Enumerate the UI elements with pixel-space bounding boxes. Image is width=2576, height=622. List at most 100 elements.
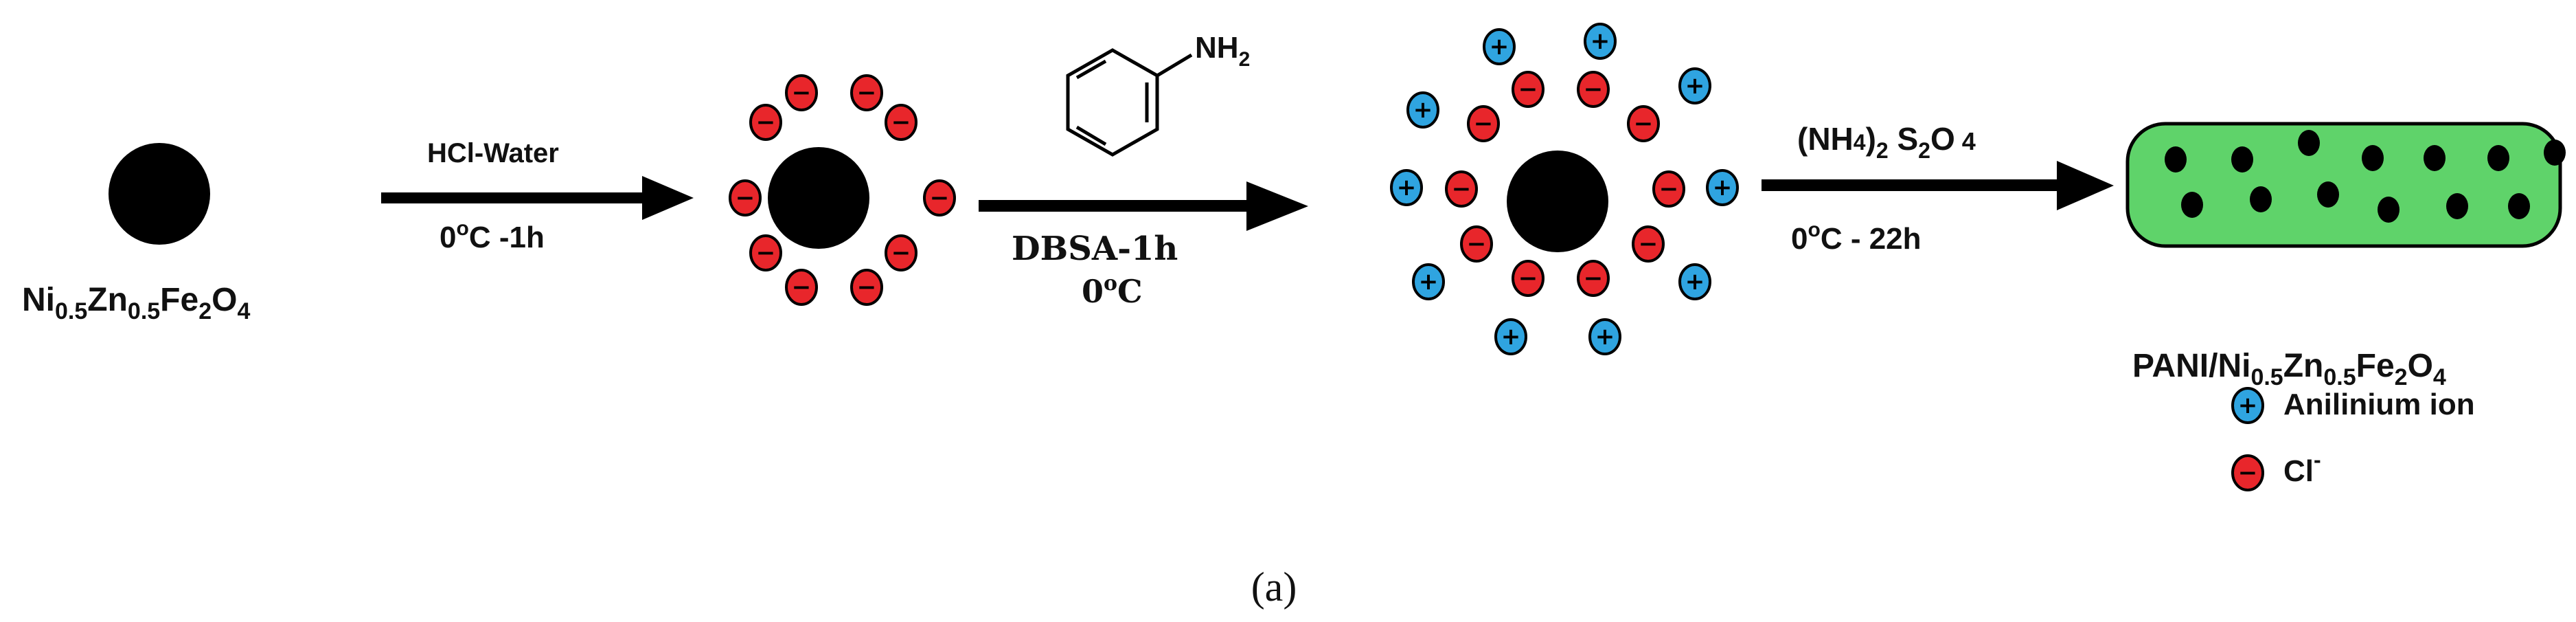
oxidant-formula-label: (NH4)2 S2O 4 (1797, 121, 1976, 163)
polymer-matrix (2125, 122, 2562, 248)
chloride-ion: − (1652, 170, 1685, 208)
ferrite-formula-label: Ni0.5Zn0.5Fe2O4 (22, 282, 250, 324)
arrow1-reagent-label: HCl-Water (427, 138, 559, 168)
embedded-particle (2231, 146, 2253, 173)
svg-text:−: − (1584, 76, 1604, 103)
anilinium-ion: + (1678, 67, 1711, 104)
chloride-ion: − (1467, 105, 1500, 142)
anilinium-ion: + (1483, 28, 1516, 65)
svg-text:−: − (1634, 110, 1654, 137)
anilinium-ion: + (1678, 263, 1711, 300)
svg-text:+: + (1713, 174, 1733, 201)
embedded-particle (2181, 192, 2203, 218)
svg-text:−: − (736, 184, 755, 212)
chloride-ion: − (923, 179, 956, 216)
embedded-particle (2487, 145, 2509, 171)
chloride-ion: − (729, 179, 762, 216)
arrow3-condition-label: 0oC - 22h (1791, 219, 1922, 256)
anilinium-ion: + (1406, 91, 1439, 129)
nanoparticle-core (1507, 151, 1608, 252)
chloride-ion: − (850, 269, 883, 306)
arrow2-temperature-label: 0oC (1082, 271, 1143, 310)
arrow2-dbsa-label: DBSA-1h (1012, 230, 1178, 268)
svg-text:−: − (891, 109, 911, 136)
embedded-particle (2446, 193, 2468, 219)
arrow1-condition-label: 0oC -1h (440, 217, 545, 254)
legend-anilinium-label: Anilinium ion (2283, 388, 2475, 421)
legend-anilinium-marker: + (2231, 387, 2264, 424)
chloride-ion: − (1627, 105, 1660, 142)
chloride-ion: − (785, 74, 818, 111)
chloride-ion: − (885, 104, 917, 141)
anilinium-ion: + (1412, 263, 1445, 300)
svg-text:−: − (1659, 175, 1679, 203)
figure-caption: (a) (1251, 564, 1297, 610)
chloride-ion: − (1632, 225, 1665, 263)
svg-text:−: − (857, 79, 877, 107)
svg-text:+: + (1685, 72, 1705, 100)
legend-chloride-marker: − (2231, 454, 2264, 491)
embedded-particle (2317, 181, 2339, 208)
svg-text:+: + (1419, 268, 1439, 296)
chloride-ion: − (1577, 260, 1610, 297)
chloride-ion: − (850, 74, 883, 111)
nanoparticle-core (768, 147, 869, 249)
svg-text:+: + (1490, 33, 1509, 60)
chloride-ion: − (749, 104, 782, 141)
anilinium-chloride-particle: −−−−−−−−−−++++++++++ (1390, 23, 1739, 355)
svg-text:−: − (1584, 265, 1604, 292)
svg-text:+: + (1397, 174, 1417, 201)
svg-text:+: + (1501, 323, 1521, 351)
chloride-ion: − (885, 234, 917, 271)
svg-text:−: − (1639, 230, 1659, 258)
embedded-particle (2362, 145, 2384, 171)
svg-text:−: − (930, 184, 950, 212)
chloride-ion: − (1460, 225, 1493, 263)
svg-text:+: + (1685, 268, 1705, 296)
legend-chloride-label: Cl- (2283, 447, 2321, 488)
anilinium-ion: + (1584, 23, 1617, 60)
svg-text:+: + (1413, 96, 1433, 124)
aniline-structure (1066, 48, 1193, 157)
anilinium-ion: + (1706, 169, 1739, 206)
anilinium-ion: + (1588, 318, 1621, 355)
reaction-arrow-2 (979, 181, 1308, 231)
embedded-particle (2165, 146, 2187, 173)
svg-text:+: + (1591, 27, 1610, 55)
chloride-ion: − (785, 269, 818, 306)
embedded-particle (2508, 193, 2530, 219)
svg-text:−: − (2238, 459, 2258, 487)
anilinium-ion: + (1390, 169, 1423, 206)
svg-text:+: + (2238, 392, 2258, 419)
svg-text:−: − (756, 239, 776, 267)
embedded-particle (2544, 140, 2566, 166)
embedded-particle (2250, 186, 2272, 212)
chloride-ion: − (749, 234, 782, 271)
embedded-particle (2378, 197, 2400, 223)
reaction-arrow-1 (381, 176, 694, 220)
svg-text:−: − (792, 79, 812, 107)
svg-text:+: + (1595, 323, 1615, 351)
embedded-particle (2424, 145, 2446, 171)
svg-text:−: − (1518, 76, 1538, 103)
chloride-coated-particle: −−−−−−−−−− (729, 74, 956, 306)
chloride-ion: − (1512, 71, 1545, 108)
embedded-particle (2298, 130, 2320, 156)
svg-text:−: − (792, 274, 812, 301)
product-formula-label: PANI/Ni0.5Zn0.5Fe2O4 (2132, 348, 2446, 390)
svg-text:−: − (891, 239, 911, 267)
chloride-ion: − (1577, 71, 1610, 108)
chloride-ion: − (1512, 260, 1545, 297)
reaction-arrow-3 (1762, 161, 2114, 210)
svg-text:−: − (1452, 175, 1472, 203)
svg-text:−: − (1474, 110, 1494, 137)
pani-composite-slab (2125, 122, 2566, 248)
legend: Anilinium ion Cl- + − (2231, 387, 2475, 491)
aniline-amine-label: NH2 (1195, 31, 1250, 71)
svg-text:−: − (1467, 230, 1487, 258)
svg-text:−: − (1518, 265, 1538, 292)
svg-text:−: − (756, 109, 776, 136)
anilinium-ion: + (1494, 318, 1527, 355)
nanoparticle-bare (109, 143, 210, 245)
